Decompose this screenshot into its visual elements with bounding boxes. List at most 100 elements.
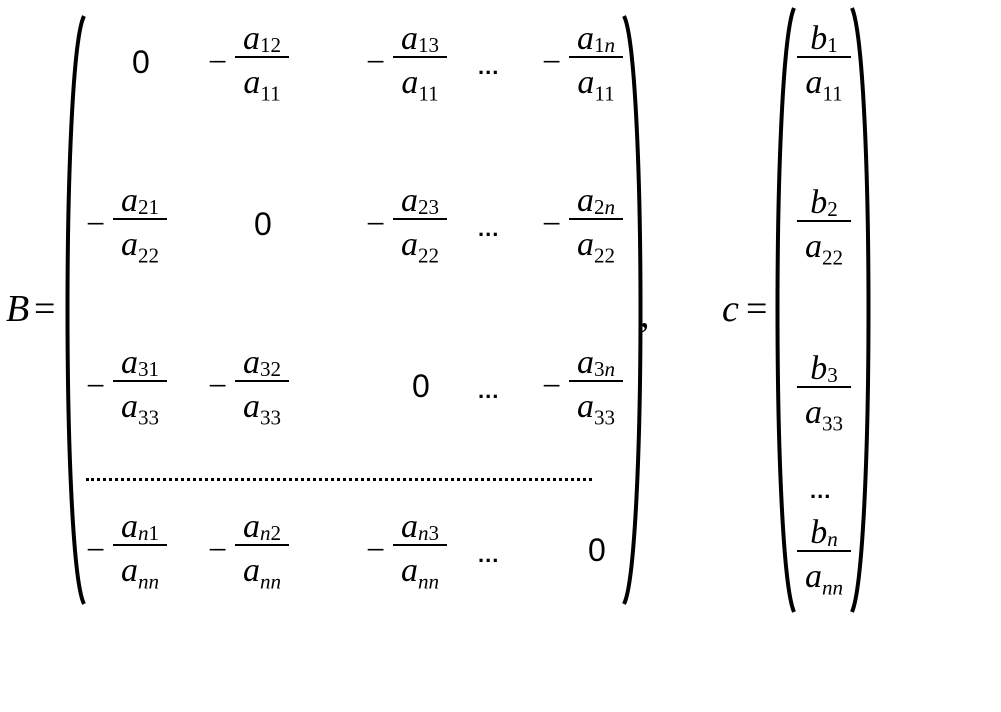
matrix-B-entry-r2-c1-numerator-base: a	[120, 182, 138, 219]
matrix-B-entry-r3-c2-numerator-subscript: 32	[259, 356, 282, 381]
matrix-B-entry-r2-c5-denominator-base: a	[576, 226, 594, 263]
vector-c-entry-2-numerator-subscript: 2	[827, 196, 838, 221]
matrix-B-entry-r4-c1-denominator-subscript: nn	[137, 569, 160, 594]
matrix-B-entry-r1-c2-minus-sign: −	[208, 44, 228, 81]
matrix-B-entry-r1-c5-denominator-base: a	[577, 64, 595, 101]
matrix-B-entry-r1-c2-denominator-base: a	[243, 64, 261, 101]
matrix-B-entry-r1-c3-minus-sign: −	[366, 44, 386, 81]
matrix-B-entry-r2-c1-denominator-base: a	[120, 226, 138, 263]
vector-c-entry-3-denominator-base: a	[804, 394, 822, 431]
matrix-B-label: B	[6, 288, 30, 330]
vector-c-entry-5-numerator-subscript: n	[827, 526, 838, 551]
matrix-B-entry-r3-c1-denominator: a33	[121, 390, 159, 428]
matrix-B-entry-r3-c5-fraction-bar	[569, 380, 623, 382]
matrix-B-entry-r4-c1-numerator-subscript: n1	[137, 520, 160, 545]
matrix-B-entry-r1-c5-denominator: a11	[577, 66, 614, 104]
matrix-B-entry-r4-c2-minus-sign: −	[208, 532, 228, 569]
matrix-B-entry-r1-c3-numerator-base: a	[400, 20, 418, 57]
matrix-B-entry-r2-c3-numerator-base: a	[400, 182, 418, 219]
vector-c-entry-2-fraction-bar	[797, 220, 851, 222]
vector-c-left-paren	[775, 7, 796, 613]
matrix-B-entry-r3-c1-fraction-bar	[113, 380, 167, 382]
matrix-B-entry-r4-c2-denominator-subscript: nn	[259, 569, 282, 594]
matrix-B-entry-r3-c1-numerator-base: a	[120, 344, 138, 381]
vector-c-entry-1-fraction-bar	[797, 56, 851, 58]
matrix-B-entry-r1-c3-numerator-subscript: 13	[417, 32, 440, 57]
matrix-B-entry-r2-c3-minus-sign: −	[366, 206, 386, 243]
matrix-B-entry-r4-c2-denominator: ann	[243, 554, 281, 592]
matrix-B-entry-r4-c2-numerator-base: a	[242, 508, 260, 545]
matrix-B-entry-r4-c1-numerator-base: a	[120, 508, 138, 545]
matrix-B-entry-r4-c3-denominator: ann	[401, 554, 439, 592]
matrix-B-entry-r2-c3-denominator-base: a	[400, 226, 418, 263]
matrix-B-entry-r4-c1-denominator-base: a	[120, 552, 138, 589]
matrix-B-entry-r1-c5-minus-sign: −	[542, 44, 562, 81]
matrix-B-entry-r4-c3-numerator-base: a	[400, 508, 418, 545]
matrix-B-entry-r2-c3-numerator-subscript: 23	[417, 194, 440, 219]
vector-c-entry-3-denominator: a33	[805, 396, 843, 434]
matrix-B-right-paren	[622, 15, 643, 605]
matrix-B-entry-r1-c1: 0	[132, 44, 150, 80]
matrix-B-entry-r4-c2-denominator-base: a	[242, 552, 260, 589]
matrix-B-entry-r1-c2-denominator: a11	[243, 66, 280, 104]
matrix-B-entry-r2-c5-fraction-bar	[569, 218, 623, 220]
matrix-B-entry-r2-c5-numerator-base: a	[576, 182, 594, 219]
matrix-B-entry-r3-c5-denominator-base: a	[576, 388, 594, 425]
vector-c-entry-5-fraction-bar	[797, 550, 851, 552]
vector-c-entry-1-denominator-base: a	[805, 64, 823, 101]
matrix-B-entry-r2-c5-numerator-subscript: 2n	[593, 194, 616, 219]
matrix-B-entry-r1-c3-denominator: a11	[401, 66, 438, 104]
matrix-B-entry-r2-c5-denominator: a22	[577, 228, 615, 266]
vector-c-entry-5-denominator-subscript: nn	[821, 575, 844, 600]
equals-sign-c: =	[746, 288, 768, 330]
matrix-B-entry-r3-c2-fraction-bar	[235, 380, 289, 382]
matrix-B-entry-r2-c5-denominator-subscript: 22	[593, 243, 616, 268]
matrix-B-entry-r1-c3-denominator-subscript: 11	[418, 81, 439, 106]
matrix-B-entry-r2-c1-denominator: a22	[121, 228, 159, 266]
vector-c-entry-1-denominator: a11	[805, 66, 842, 104]
vector-c-entry-2-numerator-base: b	[810, 184, 828, 221]
matrix-B-entry-r3-c5-numerator-subscript: 3n	[593, 356, 616, 381]
matrix-B-entry-r1-c5-numerator-base: a	[576, 20, 594, 57]
matrix-B-entry-r2-c1-numerator-subscript: 21	[137, 194, 160, 219]
vector-c-entry-5-denominator-base: a	[804, 558, 822, 595]
matrix-B-entry-r3-c2-denominator-base: a	[242, 388, 260, 425]
matrix-B-entry-r3-c1-denominator-subscript: 33	[137, 405, 160, 430]
matrix-B-entry-r3-c3: 0	[412, 368, 430, 404]
vector-c-entry-5-denominator: ann	[805, 560, 843, 598]
matrix-B-entry-r2-c2: 0	[254, 206, 272, 242]
matrix-B-entry-r1-c2-fraction-bar	[235, 56, 289, 58]
matrix-B-entry-r4-c3-minus-sign: −	[366, 532, 386, 569]
matrix-dotted-row-separator	[86, 478, 592, 481]
matrix-B-entry-r4-c5: 0	[588, 532, 606, 568]
matrix-B-entry-r2-c1-denominator-subscript: 22	[137, 243, 160, 268]
matrix-B-entry-r3-c5-numerator-base: a	[576, 344, 594, 381]
matrix-B-entry-r3-c2-numerator-base: a	[242, 344, 260, 381]
matrix-B-entry-r4-c1-fraction-bar	[113, 544, 167, 546]
matrix-B-entry-r3-c2-denominator: a33	[243, 390, 281, 428]
matrix-B-entry-r1-c2-numerator-subscript: 12	[259, 32, 282, 57]
matrix-B-entry-r4-c2-fraction-bar	[235, 544, 289, 546]
matrix-B-entry-r2-c3-denominator: a22	[401, 228, 439, 266]
matrix-B-entry-r2-c1-fraction-bar	[113, 218, 167, 220]
matrix-B-entry-r4-c3-numerator-subscript: n3	[417, 520, 440, 545]
matrix-B-entry-r3-c5-minus-sign: −	[542, 368, 562, 405]
